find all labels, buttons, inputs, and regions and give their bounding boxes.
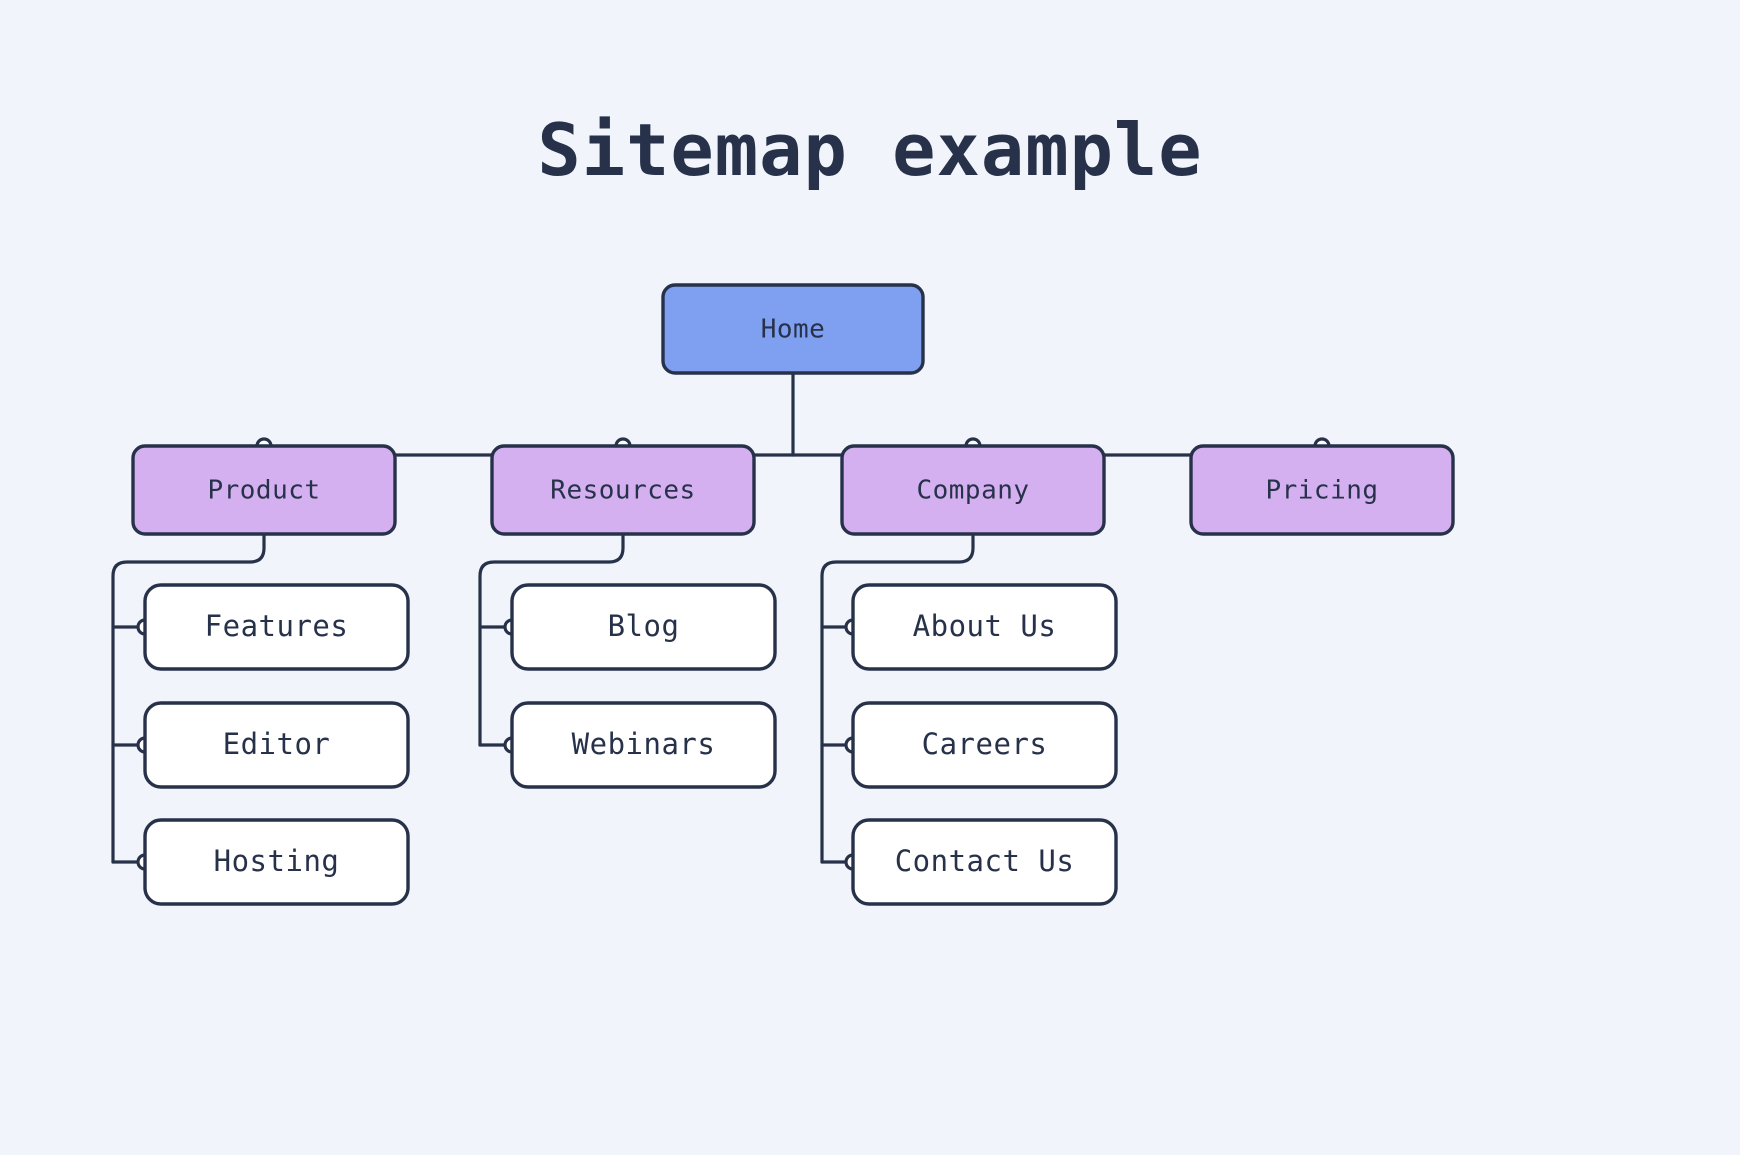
node-resources[interactable]: Resources: [490, 444, 756, 536]
node-resources-box[interactable]: [490, 444, 756, 536]
node-features[interactable]: Features: [143, 583, 410, 671]
node-about-us-label: About Us: [913, 609, 1057, 643]
node-product-label: Product: [207, 476, 320, 506]
node-editor[interactable]: Editor: [143, 701, 410, 789]
node-careers[interactable]: Careers: [851, 701, 1118, 789]
node-blog-label: Blog: [608, 609, 680, 643]
node-company-label: Company: [916, 476, 1029, 506]
node-hosting-box[interactable]: [143, 818, 410, 906]
edge-company-spine: [820, 532, 975, 864]
node-home-box[interactable]: [661, 283, 925, 375]
edge-resources-spine: [478, 532, 625, 747]
node-home-label: Home: [761, 315, 826, 345]
node-hosting-label: Hosting: [214, 844, 340, 878]
node-company-box[interactable]: [840, 444, 1106, 536]
node-features-box[interactable]: [143, 583, 410, 671]
node-features-label: Features: [205, 609, 349, 643]
node-contact-us-box[interactable]: [851, 818, 1118, 906]
node-pricing[interactable]: Pricing: [1189, 444, 1455, 536]
node-careers-box[interactable]: [851, 701, 1118, 789]
node-about-us-box[interactable]: [851, 583, 1118, 671]
node-hosting[interactable]: Hosting: [143, 818, 410, 906]
node-product-box[interactable]: [131, 444, 397, 536]
node-blog-box[interactable]: [510, 583, 777, 671]
node-product[interactable]: Product: [131, 444, 397, 536]
node-about-us[interactable]: About Us: [851, 583, 1118, 671]
node-careers-label: Careers: [922, 727, 1048, 761]
page-title: Sitemap example: [537, 108, 1203, 192]
node-pricing-label: Pricing: [1265, 476, 1378, 506]
node-editor-label: Editor: [223, 727, 331, 761]
node-pricing-box[interactable]: [1189, 444, 1455, 536]
node-editor-box[interactable]: [143, 701, 410, 789]
node-resources-label: Resources: [550, 476, 695, 506]
node-home[interactable]: Home: [661, 283, 925, 375]
edge-product-spine: [111, 532, 266, 864]
node-blog[interactable]: Blog: [510, 583, 777, 671]
node-contact-us-label: Contact Us: [895, 844, 1075, 878]
node-company[interactable]: Company: [840, 444, 1106, 536]
node-webinars-box[interactable]: [510, 701, 777, 789]
node-contact-us[interactable]: Contact Us: [851, 818, 1118, 906]
node-webinars-label: Webinars: [572, 727, 716, 761]
node-webinars[interactable]: Webinars: [510, 701, 777, 789]
